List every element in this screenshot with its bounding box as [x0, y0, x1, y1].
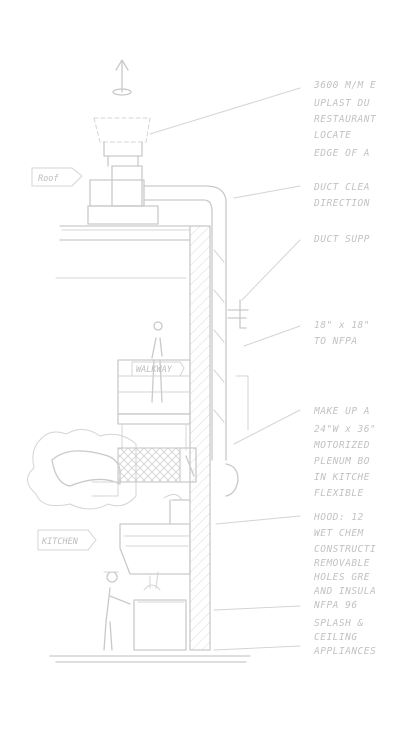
- note-duct-size-2: TO NFPA: [314, 336, 358, 347]
- note-hood-6: AND INSULA: [313, 586, 376, 597]
- exhaust-fan: [93, 59, 151, 207]
- note-hood-5: HOLES GRE: [313, 572, 370, 583]
- kitchen-hood: [119, 494, 191, 575]
- note-exhaust-fan-5: EDGE OF A: [314, 148, 370, 159]
- kitchen-floor: [49, 655, 251, 663]
- walkway-callout: WALKWAY: [131, 361, 185, 377]
- note-exhaust-fan-4: LOCATE: [314, 130, 351, 141]
- walkway-label: WALKWAY: [136, 365, 173, 375]
- note-make-up-air-3: MOTORIZED: [313, 440, 370, 451]
- note-hood-2: WET CHEM: [314, 528, 364, 539]
- walkway-platform: [117, 321, 191, 451]
- make-up-air-unit: [27, 429, 239, 510]
- kitchen-callout: KITCHEN: [37, 529, 97, 551]
- roof-curb: [89, 179, 145, 207]
- note-appliances: APPLIANCES: [313, 646, 376, 657]
- annotation-notes: 3600 M/M E UPLAST DU RESTAURANT LOCATE E…: [313, 80, 377, 657]
- building-wall: [189, 225, 211, 651]
- kitchen-label: KITCHEN: [41, 537, 79, 547]
- note-hood-7: NFPA 96: [313, 600, 358, 611]
- note-make-up-air-4: PLENUM BO: [314, 456, 370, 467]
- note-duct-clearance-2: DIRECTION: [313, 198, 370, 209]
- exhaust-duct: [211, 231, 227, 461]
- leader-lines: [149, 87, 301, 651]
- note-hood-1: HOOD: 12: [313, 512, 364, 523]
- note-exhaust-fan-3: RESTAURANT: [314, 114, 377, 125]
- note-make-up-air-2: 24"W x 36": [314, 424, 376, 435]
- note-hood-4: REMOVABLE: [314, 558, 370, 569]
- duct-supports: [227, 299, 249, 431]
- roof-deck: [59, 225, 191, 241]
- note-duct-clearance-1: DUCT CLEA: [313, 182, 370, 193]
- note-splash-1: SPLASH &: [314, 618, 364, 629]
- note-make-up-air-5: IN KITCHE: [314, 472, 370, 483]
- note-hood-3: CONSTRUCTI: [314, 544, 376, 555]
- duct-elbow: [143, 185, 227, 233]
- cook-station: [103, 571, 187, 651]
- note-duct-size-1: 18" x 18": [314, 320, 370, 331]
- note-make-up-air-6: FLEXIBLE: [314, 488, 364, 499]
- note-duct-support: DUCT SUPP: [313, 234, 370, 245]
- note-splash-2: CEILING: [314, 632, 358, 643]
- roof-label: Roof: [38, 174, 59, 184]
- curb-base: [87, 205, 159, 225]
- roof-callout: Roof: [31, 167, 83, 187]
- note-exhaust-fan-1: 3600 M/M E: [313, 80, 376, 91]
- note-exhaust-fan-2: UPLAST DU: [314, 98, 370, 109]
- note-make-up-air-1: MAKE UP A: [313, 406, 370, 417]
